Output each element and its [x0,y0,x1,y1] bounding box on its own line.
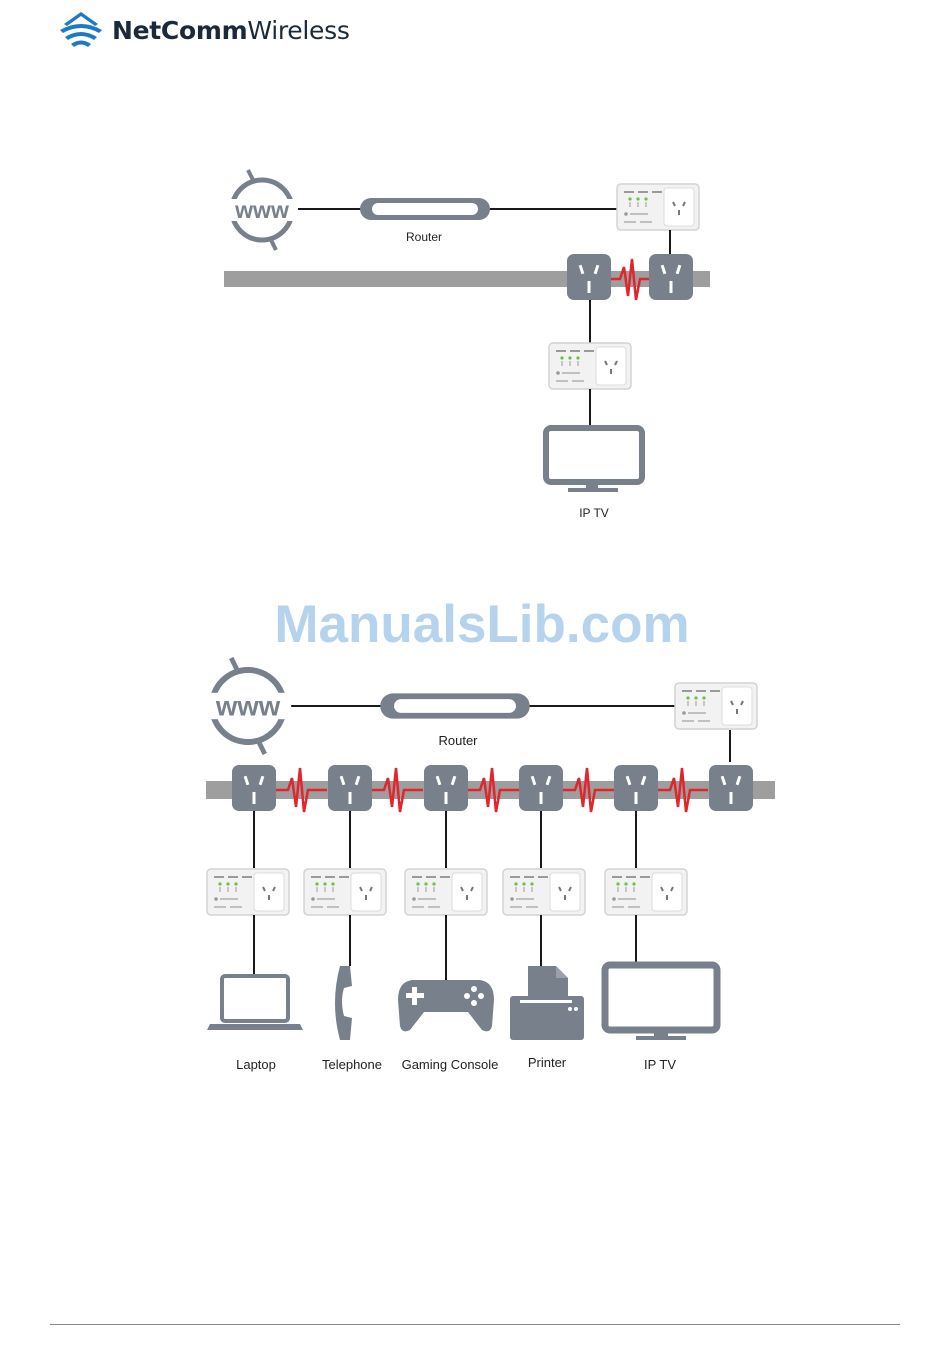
device-label-telephone: Telephone [322,1057,382,1072]
outlet-icon [232,765,276,811]
powerline-adapter-icon [605,869,687,915]
outlet-icon [709,765,753,811]
router-icon [380,693,530,718]
outlet-icon [328,765,372,811]
gamepad-icon [398,980,494,1031]
outlet-icon [567,254,611,300]
outlet-icon [424,765,468,811]
outlet-icon [519,765,563,811]
watermark-text: ManualsLib.com [274,595,689,654]
router-icon [360,198,490,220]
powerline-bar [224,271,710,287]
router-label: Router [406,230,442,244]
powerline-signal [610,259,652,300]
tv-icon [605,965,717,1040]
powerline-adapter-icon [207,869,289,915]
powerline-adapter-icon [304,869,386,915]
internet-label: www [215,691,281,722]
internet-globe-icon: www [226,170,298,250]
diagram-simple: www Router IP TV [224,170,710,520]
diagram-multi: www Router [205,658,775,1072]
powerline-adapter-icon [675,683,757,729]
powerline-adapter-icon [617,184,699,230]
laptop-icon [207,976,303,1030]
telephone-icon [335,966,352,1040]
internet-globe-icon: www [205,658,291,754]
device-label-iptv: IP TV [644,1057,676,1072]
tv-icon [546,428,642,492]
internet-label: www [234,197,289,223]
powerline-adapter-icon [503,869,585,915]
iptv-label: IP TV [579,506,609,520]
footer-divider [50,1324,900,1325]
router-label: Router [438,733,478,748]
outlet-icon [649,254,693,300]
powerline-adapter-icon [549,343,631,389]
printer-icon [510,966,584,1040]
device-label-laptop: Laptop [236,1057,276,1072]
powerline-adapter-icon [405,869,487,915]
outlet-icon [614,765,658,811]
device-label-gaming-console: Gaming Console [402,1057,499,1072]
device-label-printer: Printer [528,1055,567,1070]
